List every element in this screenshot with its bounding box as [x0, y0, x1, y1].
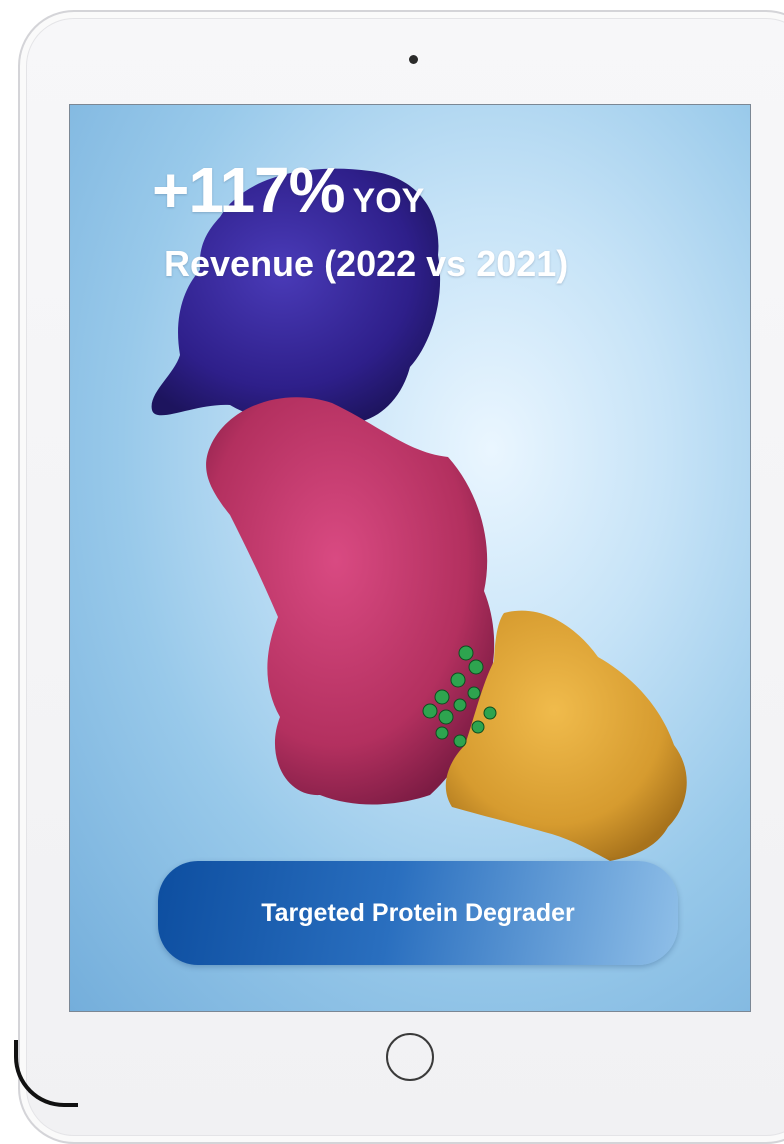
front-camera: [409, 55, 418, 64]
protein-subunit-blue: [151, 168, 441, 425]
protein-subunit-gold: [445, 610, 687, 861]
growth-headline: +117%YOY: [152, 153, 424, 227]
growth-unit: YOY: [352, 182, 425, 220]
targeted-protein-degrader-badge: Targeted Protein Degrader: [158, 861, 678, 965]
growth-value: +117%: [152, 154, 346, 226]
ligand-molecule: [422, 645, 497, 748]
protein-complex-illustration: [151, 168, 687, 861]
tablet-screen: +117%YOY Revenue (2022 vs 2021) Targeted…: [69, 104, 751, 1012]
protein-subunit-pink: [206, 397, 495, 805]
home-button[interactable]: [386, 1033, 434, 1081]
growth-caption: Revenue (2022 vs 2021): [164, 243, 569, 284]
